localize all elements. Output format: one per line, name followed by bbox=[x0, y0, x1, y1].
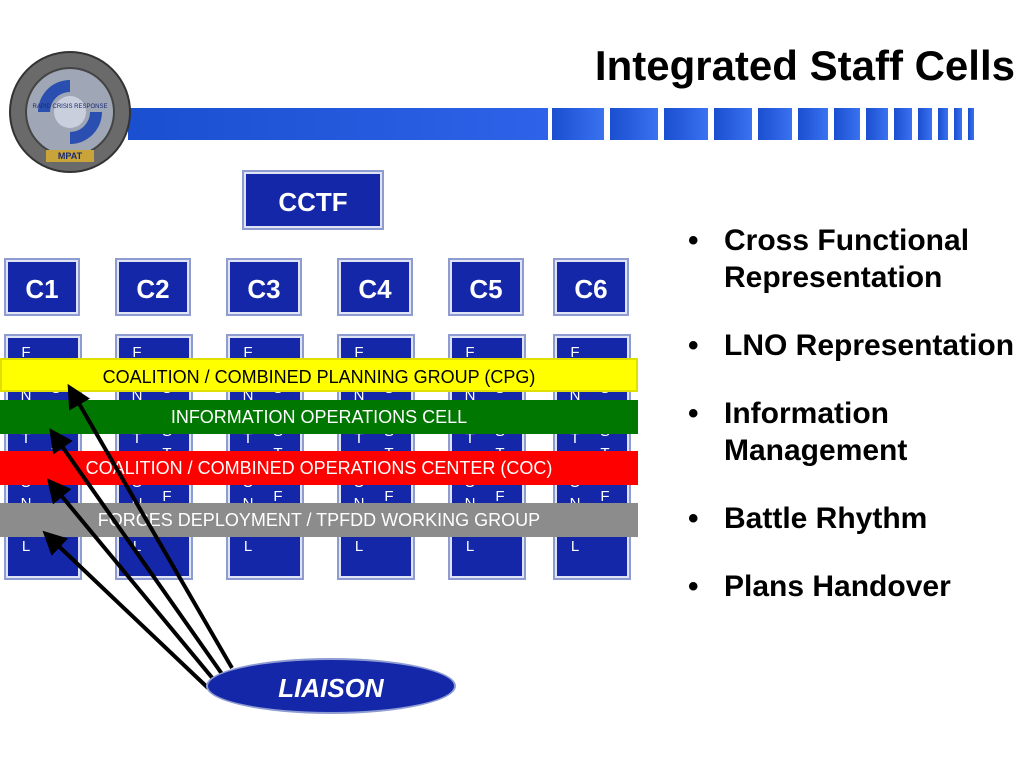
bullet-dot-icon: • bbox=[688, 224, 699, 257]
liaison-node: LIAISON bbox=[206, 658, 456, 714]
bullet-item: • Information Management bbox=[688, 395, 1018, 469]
arrow-to-tpfdd bbox=[42, 530, 210, 690]
header-bar-segment bbox=[918, 108, 932, 140]
bullet-list: • Cross Functional Representation • LNO Re… bbox=[688, 222, 1018, 636]
bullet-text: Battle Rhythm bbox=[724, 502, 928, 535]
bullet-item: • Cross Functional Representation bbox=[688, 222, 1018, 296]
header-bar-segment bbox=[552, 108, 604, 140]
header-bar-segment bbox=[610, 108, 658, 140]
header-bar-segment bbox=[714, 108, 752, 140]
bullet-text: Cross Functional Representation bbox=[724, 224, 970, 294]
coc-band: COALITION / COMBINED OPERATIONS CENTER (… bbox=[0, 451, 638, 485]
logo-banner-text: MPAT bbox=[58, 151, 83, 161]
arrow-to-io-cell bbox=[49, 428, 224, 676]
header-bar bbox=[128, 108, 548, 140]
header-bar-segment bbox=[954, 108, 962, 140]
bullet-text: LNO Representation bbox=[724, 329, 1015, 362]
cctf-node: CCTF bbox=[244, 172, 382, 228]
bullet-item: • LNO Representation bbox=[688, 327, 1018, 364]
header-bar-segment bbox=[664, 108, 708, 140]
bullet-text: Plans Handover bbox=[724, 570, 951, 603]
c2-node: C2 bbox=[117, 260, 189, 314]
header-bar-segment bbox=[968, 108, 974, 140]
c4-node: C4 bbox=[339, 260, 411, 314]
bullet-dot-icon: • bbox=[688, 502, 699, 535]
c5-node: C5 bbox=[450, 260, 522, 314]
header-bar-segment bbox=[866, 108, 888, 140]
header-bar-segment bbox=[798, 108, 828, 140]
bullet-text: Information Management bbox=[724, 397, 908, 467]
bullet-item: • Plans Handover bbox=[688, 568, 1018, 605]
header-bar-segment bbox=[938, 108, 948, 140]
c3-node: C3 bbox=[228, 260, 300, 314]
bullet-dot-icon: • bbox=[688, 570, 699, 603]
header-bar-segment bbox=[758, 108, 792, 140]
bullet-dot-icon: • bbox=[688, 329, 699, 362]
io-cell-band: INFORMATION OPERATIONS CELL bbox=[0, 400, 638, 434]
mpat-seal-icon: RAPID CRISIS RESPONSE MPAT bbox=[9, 51, 131, 173]
bullet-dot-icon: • bbox=[688, 397, 699, 430]
logo-center-text: RAPID CRISIS RESPONSE bbox=[32, 104, 107, 110]
header-bar-segment bbox=[894, 108, 912, 140]
header-bar-segment bbox=[834, 108, 860, 140]
arrow-to-coc bbox=[46, 478, 216, 682]
arrow-to-cpg bbox=[67, 383, 234, 670]
slide-title: Integrated Staff Cells bbox=[594, 42, 1015, 89]
bullet-item: • Battle Rhythm bbox=[688, 500, 1018, 537]
c6-node: C6 bbox=[555, 260, 627, 314]
c1-node: C1 bbox=[6, 260, 78, 314]
cpg-band: COALITION / COMBINED PLANNING GROUP (CPG… bbox=[0, 358, 638, 392]
